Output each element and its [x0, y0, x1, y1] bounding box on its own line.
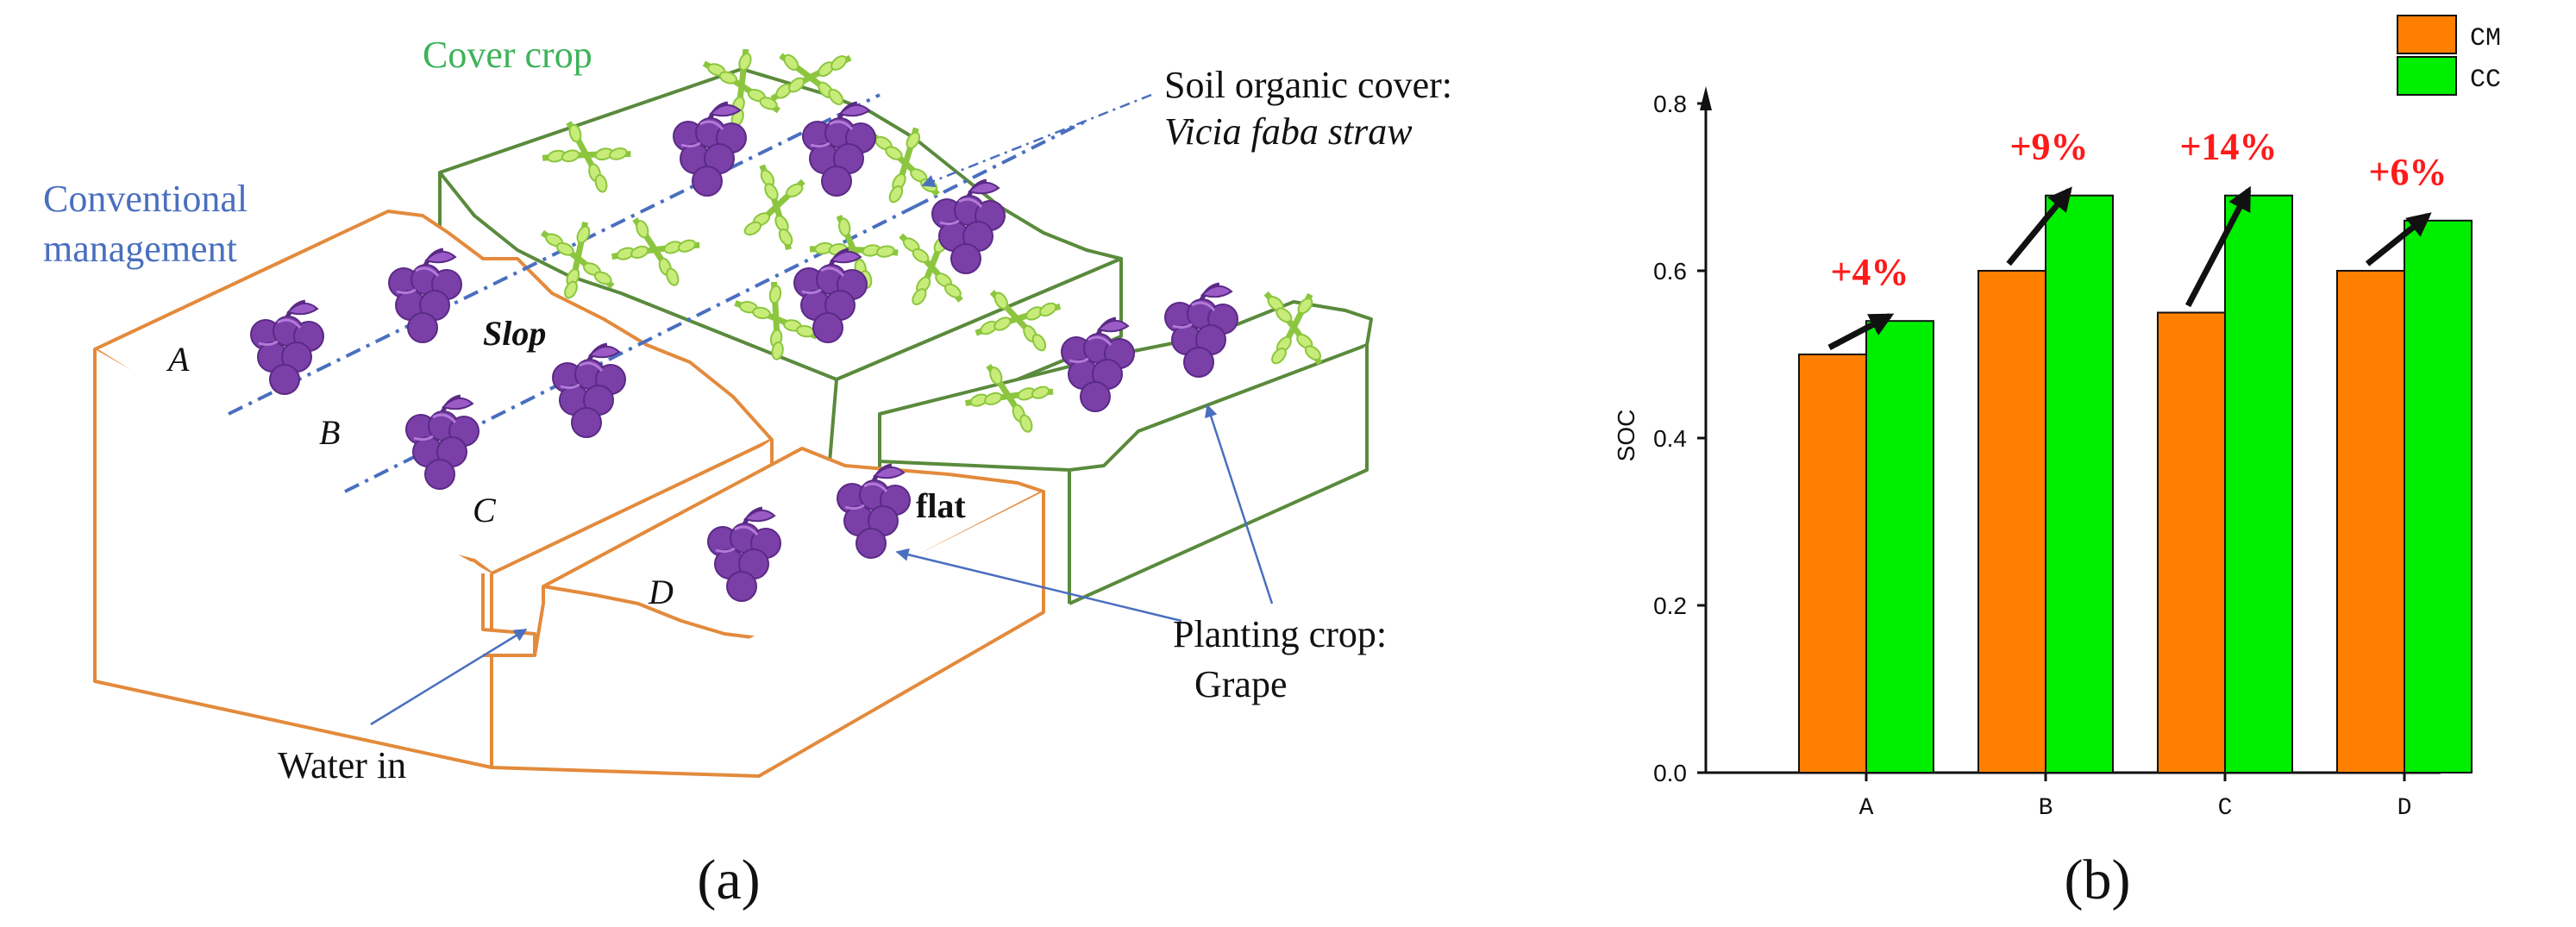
slop-label: Slop [483, 314, 546, 353]
bar-cc-b [2045, 194, 2114, 774]
bar-cc-d [2404, 219, 2473, 774]
chart-legend: CM CC [2397, 15, 2501, 96]
bar-cm-a [1798, 354, 1867, 774]
growth-arrow [2006, 186, 2072, 266]
growth-annotation: +4% [1830, 251, 1908, 293]
legend-label-cm: CM [2470, 24, 2501, 53]
site-d-label: D [648, 573, 674, 611]
x-ticks: A B C D [1859, 773, 2412, 822]
y-axis-arrowhead [1700, 86, 1712, 110]
legend-swatch-cm [2397, 15, 2457, 54]
x-tick-label: C [2218, 795, 2233, 822]
legend-label-cc: CC [2470, 66, 2501, 95]
site-b-label: B [319, 413, 340, 452]
flat-label: flat [916, 486, 966, 525]
bar-cm-c [2157, 311, 2226, 774]
growth-annotation: +9% [2009, 126, 2088, 168]
panel-a: Cover crop Conventional management Soil … [43, 22, 1452, 911]
y-tick-label: 0.2 [1653, 592, 1687, 619]
growth-arrow [1827, 313, 1895, 351]
growth-arrow [2185, 185, 2252, 308]
bar-cc-a [1865, 320, 1934, 774]
bar-cm-d [2336, 270, 2405, 774]
conventional-label-line1: Conventional [43, 178, 248, 220]
panel-b-caption: (b) [2065, 849, 2131, 911]
cover-crop-block-right [878, 300, 1373, 605]
legend-swatch-cc [2397, 56, 2457, 96]
y-tick-label: 0.0 [1653, 760, 1687, 786]
conventional-slope-block [93, 210, 774, 769]
bars [1798, 194, 2473, 774]
flat-block [491, 447, 1045, 778]
y-axis-label: SOC [1613, 410, 1639, 462]
planting-label-line2: Grape [1194, 663, 1288, 705]
water-in-label: Water in [278, 744, 406, 786]
planting-label-line1: Planting crop: [1173, 613, 1387, 655]
cover-crop-label: Cover crop [423, 34, 592, 76]
site-c-label: C [473, 491, 497, 529]
growth-arrow [2365, 212, 2432, 266]
conventional-label-line2: management [43, 228, 237, 270]
y-tick-label: 0.4 [1653, 425, 1687, 452]
soc-bar-chart: CM CC 0.0 0.2 0.4 0.6 0.8 A B C D +4% +9% +14% +6%… [1613, 15, 2501, 911]
pointer-lines [370, 93, 1274, 726]
x-tick-label: A [1859, 795, 1874, 822]
y-tick-label: 0.6 [1653, 258, 1687, 285]
y-tick-label: 0.8 [1653, 91, 1687, 117]
x-tick-label: B [2039, 795, 2053, 822]
bar-cc-c [2224, 194, 2293, 774]
growth-annotation: +14% [2179, 126, 2277, 168]
annotations: +4% +9% +14% +6% [1827, 126, 2448, 351]
soil-cover-label-line2: Vicia faba straw [1164, 110, 1413, 153]
y-ticks: 0.0 0.2 0.4 0.6 0.8 [1653, 91, 1706, 786]
soil-cover-label-line1: Soil organic cover: [1164, 64, 1452, 106]
panel-a-caption: (a) [697, 849, 760, 911]
x-tick-label: D [2397, 795, 2412, 822]
site-a-label: A [166, 340, 190, 379]
growth-annotation: +6% [2368, 151, 2447, 193]
bar-cm-b [1977, 270, 2046, 774]
